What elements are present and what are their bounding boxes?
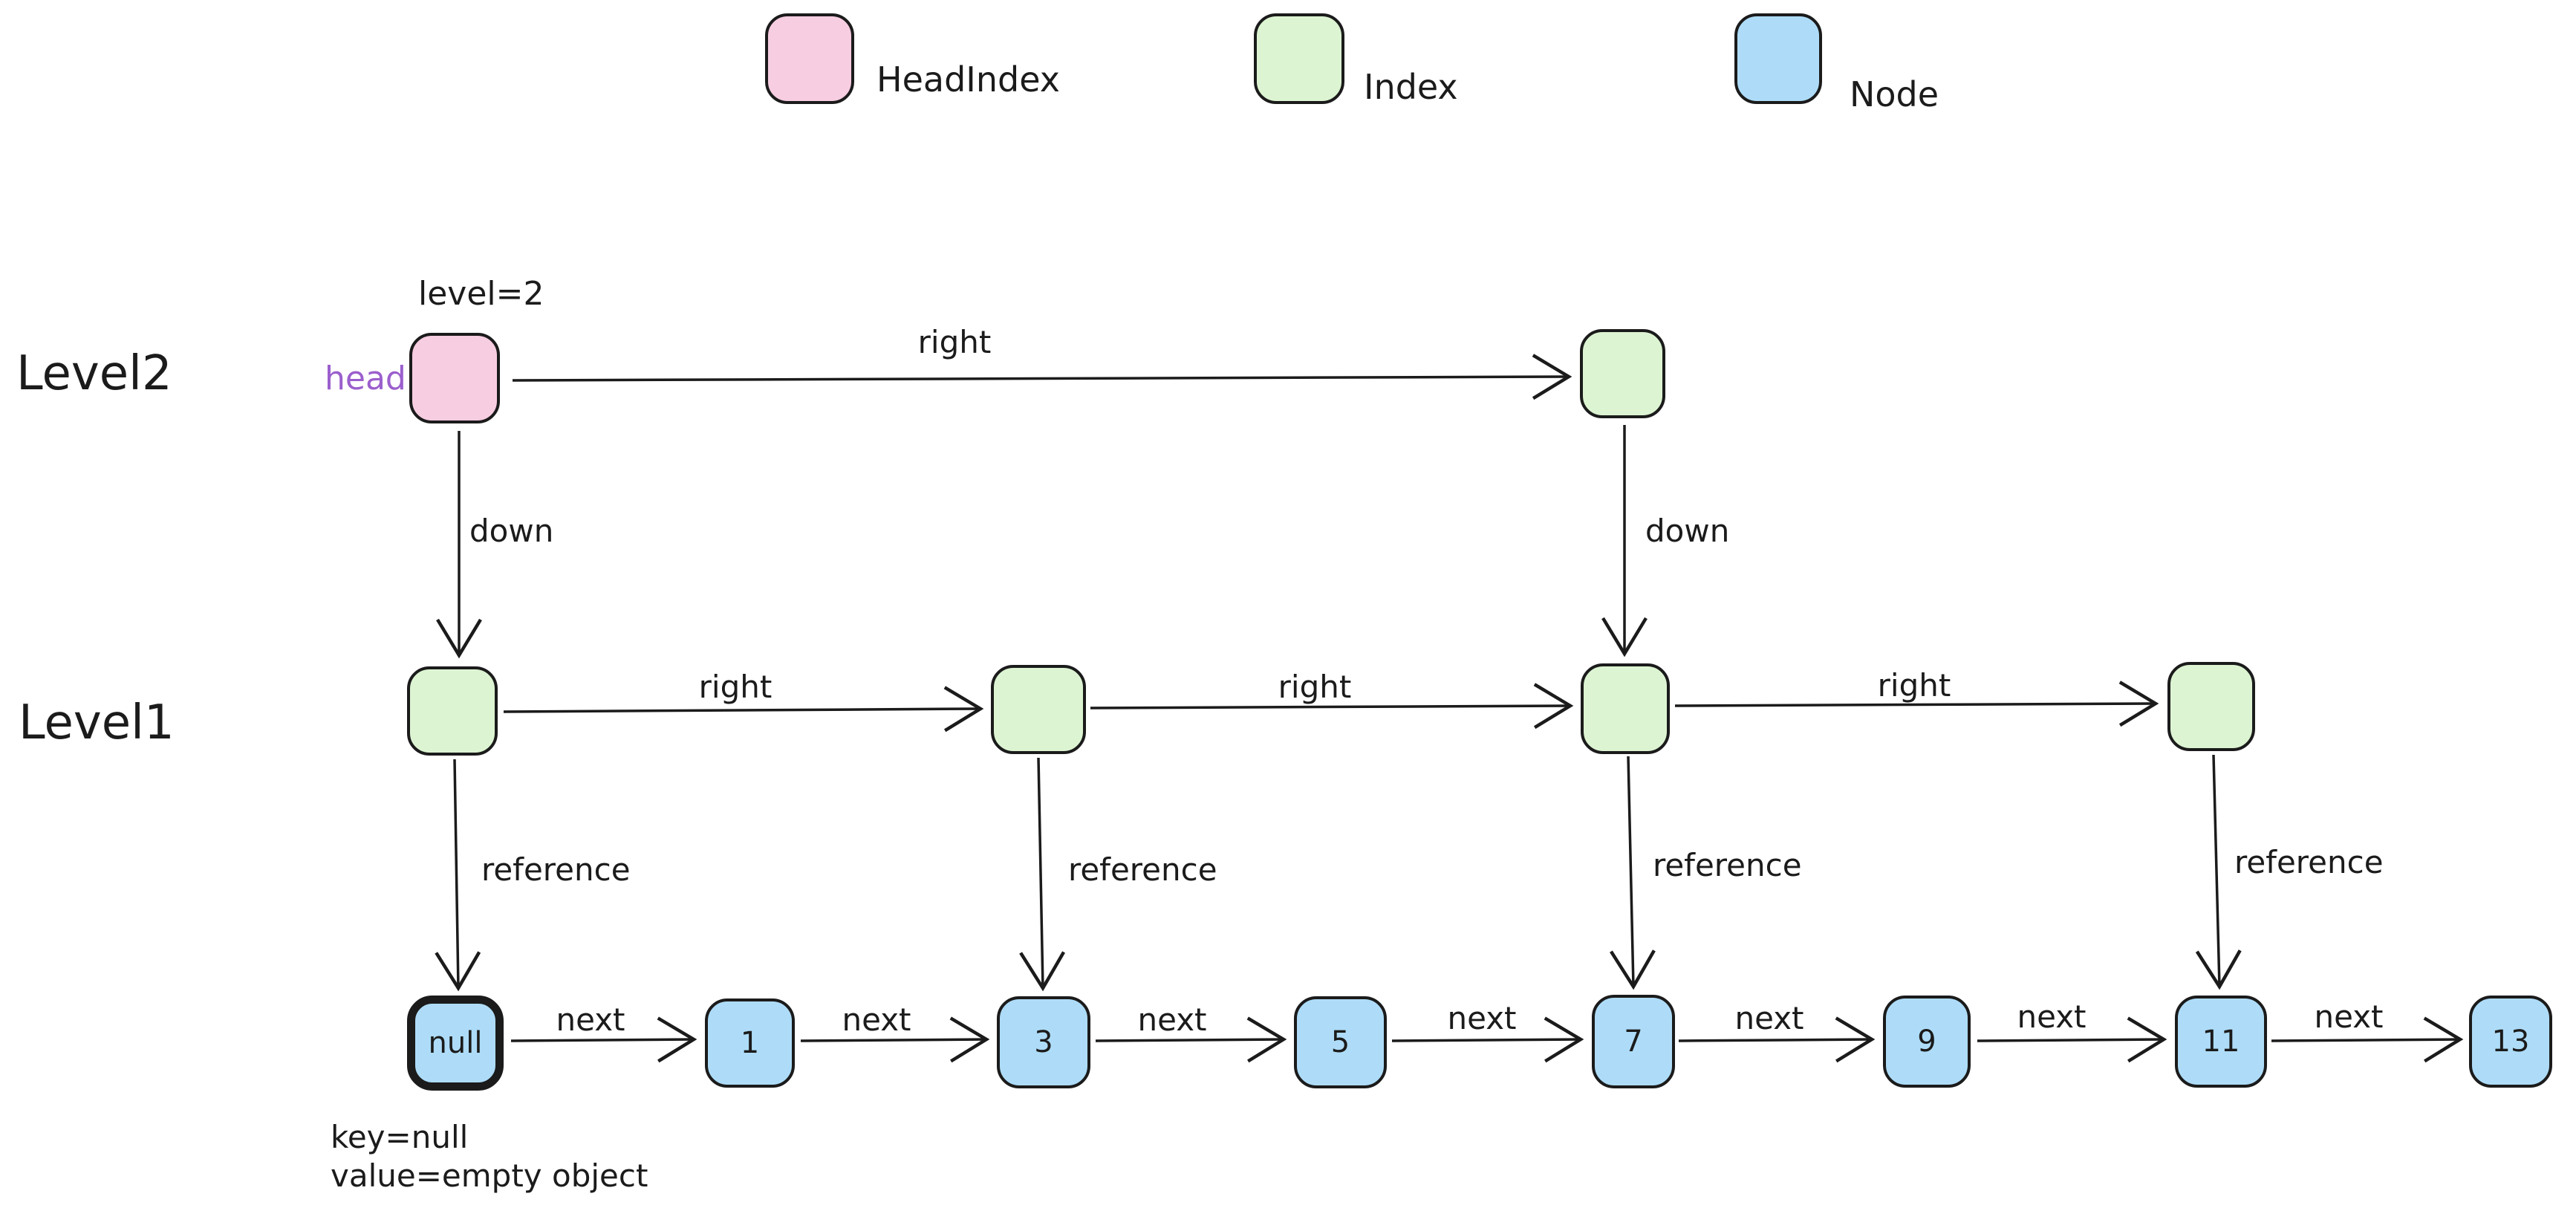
legend-swatch-headindex	[765, 13, 854, 104]
edge-next-2	[800, 1016, 990, 1063]
edge-label-next-2: next	[842, 1001, 911, 1038]
edge-label-reference-2: reference	[1068, 851, 1217, 888]
edge-label-right-l1-2: right	[1278, 669, 1352, 705]
row-label-level2: Level2	[16, 346, 172, 401]
edge-right-l1-1	[503, 686, 984, 733]
node-11: 11	[2175, 996, 2267, 1088]
edge-reference-2	[1019, 757, 1066, 992]
edge-label-right-l1-3: right	[1877, 667, 1951, 704]
edge-right-l1-3	[1674, 681, 2159, 727]
edge-next-1	[510, 1016, 697, 1063]
node-7: 7	[1592, 995, 1675, 1088]
edge-right-l1-2	[1090, 683, 1574, 730]
index-box-l1-1	[407, 666, 498, 756]
index-box-l1-2	[991, 665, 1086, 754]
legend-swatch-index	[1254, 13, 1344, 104]
node-9: 9	[1883, 996, 1971, 1088]
edge-reference-3	[1610, 756, 1656, 990]
head-pointer-label: head	[325, 360, 406, 397]
node-1: 1	[705, 998, 795, 1088]
edge-right-level2	[512, 354, 1572, 400]
edge-label-reference-4: reference	[2234, 844, 2384, 880]
node-13: 13	[2469, 996, 2552, 1088]
head-annotation: level=2	[418, 275, 544, 313]
edge-label-next-4: next	[1447, 1000, 1517, 1036]
edge-reference-1	[435, 759, 481, 992]
node-5: 5	[1294, 996, 1387, 1088]
edge-label-next-1: next	[556, 1001, 625, 1038]
edge-next-6	[1977, 1016, 2167, 1063]
edge-label-reference-1: reference	[481, 851, 631, 888]
index-box-level2	[1580, 329, 1665, 418]
edge-label-next-3: next	[1137, 1001, 1207, 1038]
legend-label-node: Node	[1850, 74, 1939, 114]
edge-next-7	[2271, 1016, 2464, 1063]
edge-next-3	[1095, 1016, 1287, 1063]
index-box-l1-4	[2167, 662, 2255, 751]
edge-reference-4	[2195, 754, 2242, 990]
legend-label-index: Index	[1364, 67, 1458, 107]
edge-label-right-l1-1: right	[698, 669, 773, 705]
row-label-level1: Level1	[19, 695, 175, 750]
edge-label-next-7: next	[2314, 998, 2384, 1035]
legend-swatch-node	[1734, 13, 1822, 104]
node-3: 3	[997, 996, 1090, 1088]
edge-label-down-2: down	[1645, 513, 1730, 549]
head-index-box	[409, 333, 500, 423]
edge-next-5	[1678, 1016, 1876, 1063]
edge-label-next-5: next	[1734, 1000, 1804, 1036]
null-node-note-line2: value=empty object	[331, 1157, 648, 1194]
null-node-note-line1: key=null	[331, 1119, 469, 1155]
node-null: null	[407, 996, 504, 1091]
edge-label-down-1: down	[469, 513, 554, 549]
edge-label-right-l2: right	[917, 324, 992, 360]
legend-label-headindex: HeadIndex	[876, 59, 1060, 100]
edge-label-reference-3: reference	[1653, 847, 1802, 883]
index-box-l1-3	[1581, 663, 1670, 754]
edge-next-4	[1391, 1016, 1584, 1063]
edge-label-next-6: next	[2017, 998, 2087, 1035]
